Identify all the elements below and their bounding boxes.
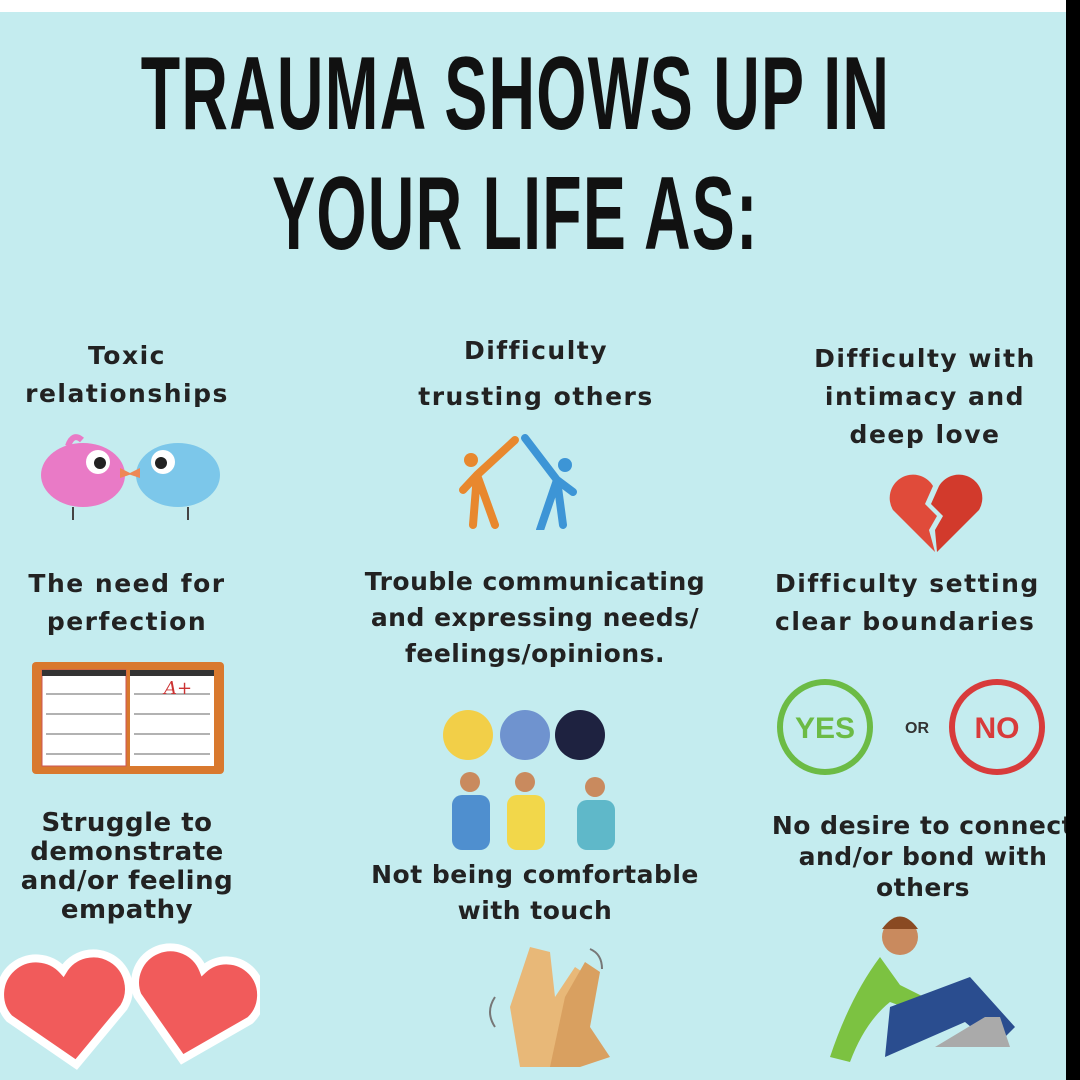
- label-line: perfection: [46, 607, 208, 636]
- label-line: Trouble communicating: [364, 567, 706, 596]
- title-line-1: TRAUMA SHOWS UP IN: [140, 36, 890, 152]
- hearts-icon: [0, 943, 260, 1070]
- item-toxic-relationships: Toxic relationships: [0, 337, 254, 413]
- yes-text: YES: [795, 712, 855, 745]
- title-row-2: YOUR LIFE AS:: [0, 162, 1030, 266]
- grade-book-icon: A+: [32, 662, 224, 774]
- label-line: No desire to connect: [771, 811, 1066, 840]
- screen-edge: [1066, 0, 1080, 1080]
- item-perfection: The need for perfection: [0, 565, 254, 641]
- label-line: Toxic: [88, 341, 166, 370]
- label-line: with touch: [457, 896, 613, 925]
- label-line: empathy: [60, 895, 194, 925]
- label-line: trusting others: [418, 382, 654, 411]
- label-line: others: [875, 873, 971, 902]
- item-boundaries: Difficulty setting clear boundaries: [775, 565, 1066, 641]
- label-line: Not being comfortable: [371, 860, 699, 889]
- no-text: NO: [975, 712, 1020, 745]
- item-communicating: Trouble communicating and expressing nee…: [330, 564, 740, 672]
- birds-icon: [41, 434, 220, 520]
- item-intimacy: Difficulty with intimacy and deep love: [790, 340, 1060, 454]
- label-line: and/or bond with: [798, 842, 1048, 871]
- label-line: clear boundaries: [775, 607, 1036, 636]
- reaching-figures-icon: [459, 434, 577, 530]
- item-empathy: Struggle to demonstrate and/or feeling e…: [0, 809, 254, 925]
- label-line: Difficulty with: [814, 344, 1036, 373]
- infographic: TRAUMA SHOWS UP IN YOUR LIFE AS: Toxic r…: [0, 12, 1066, 1080]
- label-line: feelings/opinions.: [405, 639, 665, 668]
- person-laptop-icon: [830, 916, 1015, 1062]
- title-row-1: TRAUMA SHOWS UP IN: [0, 42, 1030, 146]
- people-chat-icon: [443, 710, 615, 850]
- label-line: and expressing needs/: [370, 603, 700, 632]
- label-line: demonstrate: [30, 837, 224, 867]
- item-connect: No desire to connect and/or bond with ot…: [758, 810, 1066, 903]
- label-line: and/or feeling: [20, 866, 234, 896]
- label-line: Difficulty: [463, 336, 609, 365]
- label-line: deep love: [849, 420, 1001, 449]
- item-trusting-others: Difficulty trusting others: [390, 332, 682, 416]
- grade-badge: A+: [162, 678, 192, 699]
- yes-or-no-icon: YES OR NO: [777, 679, 1045, 775]
- label-line: The need for: [28, 569, 226, 598]
- title-line-2: YOUR LIFE AS:: [271, 156, 759, 272]
- label-line: relationships: [25, 379, 229, 408]
- or-text: OR: [905, 720, 929, 737]
- item-touch: Not being comfortable with touch: [340, 857, 730, 929]
- label-line: Struggle to: [41, 808, 213, 838]
- label-line: Difficulty setting: [775, 569, 1040, 598]
- broken-heart-icon: [889, 474, 983, 552]
- label-line: intimacy and: [824, 382, 1026, 411]
- clapping-hands-icon: [489, 947, 610, 1067]
